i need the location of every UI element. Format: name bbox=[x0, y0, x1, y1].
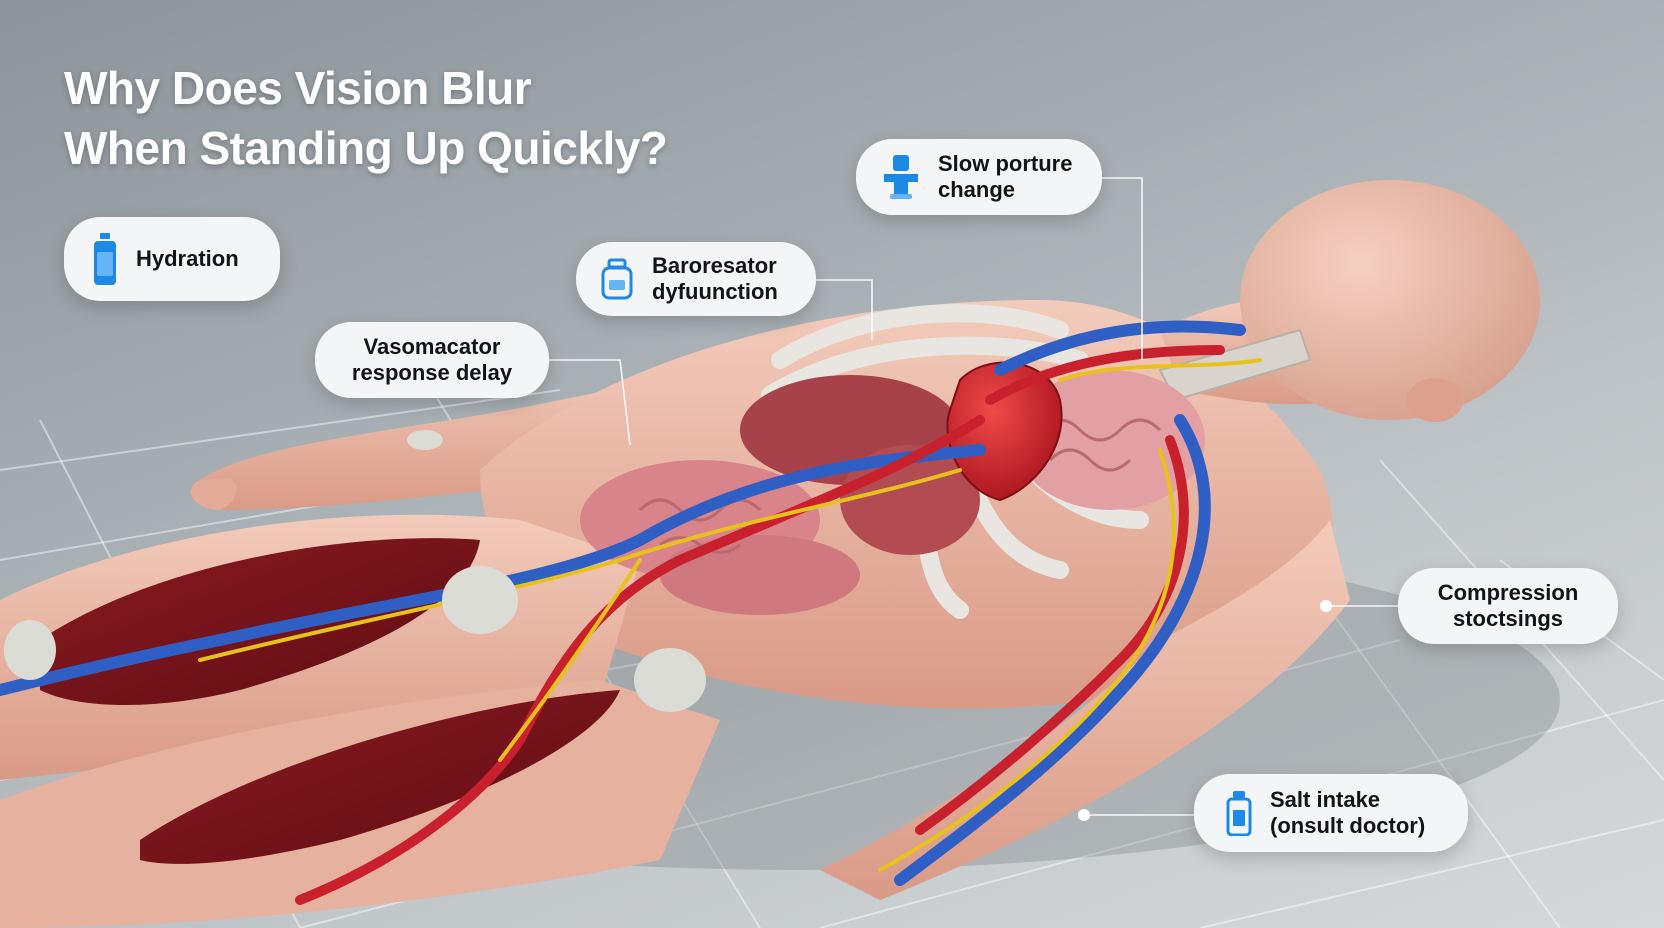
jar-icon bbox=[600, 258, 634, 300]
callout-vasomacator: Vasomacator response delay bbox=[315, 322, 549, 398]
brain-lump bbox=[1015, 370, 1205, 510]
intestines-lower bbox=[660, 535, 860, 615]
shin-muscle bbox=[140, 690, 620, 864]
posture-icon bbox=[882, 154, 920, 200]
callout-compression: Compression stoctsings bbox=[1398, 568, 1618, 644]
callout-compression-line-2: stoctsings bbox=[1452, 606, 1564, 631]
callout-slow-porture-line-1: Slow porture bbox=[938, 151, 1073, 176]
callout-vasomacator-line-2: response delay bbox=[351, 360, 513, 385]
ankle-joint bbox=[4, 620, 56, 680]
callout-baroresator-line-1: Baroresator bbox=[652, 253, 777, 278]
ear bbox=[1407, 378, 1463, 422]
callout-compression-line-1: Compression bbox=[1437, 580, 1579, 605]
callout-salt-intake: Salt intake (onsult doctor) bbox=[1194, 774, 1468, 852]
connector-slow-porture bbox=[1102, 177, 1143, 360]
pointer-dot-salt-intake bbox=[1078, 809, 1090, 821]
callout-salt-intake-line-2: (onsult doctor) bbox=[1270, 813, 1426, 838]
title-line-1: Why Does Vision Blur bbox=[64, 62, 532, 114]
wrist-joint bbox=[407, 430, 443, 450]
connector-lines bbox=[549, 177, 1398, 816]
callout-vasomacator-line-1: Vasomacator bbox=[363, 334, 501, 359]
title-line-2: When Standing Up Quickly? bbox=[64, 122, 668, 174]
salt-shaker-icon bbox=[1226, 790, 1252, 836]
callout-hydration-label: Hydration bbox=[136, 246, 239, 271]
callout-slow-porture-line-2: change bbox=[938, 177, 1016, 202]
water-bottle-icon bbox=[92, 232, 118, 286]
callout-baroresator-line-2: dyfuunction bbox=[652, 279, 778, 304]
callout-salt-intake-line-1: Salt intake bbox=[1270, 787, 1381, 812]
hip-joint bbox=[442, 566, 518, 634]
callout-hydration: Hydration bbox=[64, 217, 280, 301]
knee-joint bbox=[634, 648, 706, 712]
page-title: Why Does Vision Blur When Standing Up Qu… bbox=[64, 58, 668, 178]
head bbox=[1240, 180, 1540, 420]
callout-baroresator: Baroresator dyfuunction bbox=[576, 242, 816, 316]
callout-slow-porture: Slow porture change bbox=[856, 139, 1102, 215]
connector-vasomacator bbox=[549, 359, 631, 446]
nerves bbox=[198, 358, 1262, 872]
pointer-dot-compression bbox=[1320, 600, 1332, 612]
connector-baroresator bbox=[816, 279, 873, 340]
upper-arm-hand bbox=[190, 478, 237, 510]
thigh-muscle bbox=[40, 538, 480, 705]
